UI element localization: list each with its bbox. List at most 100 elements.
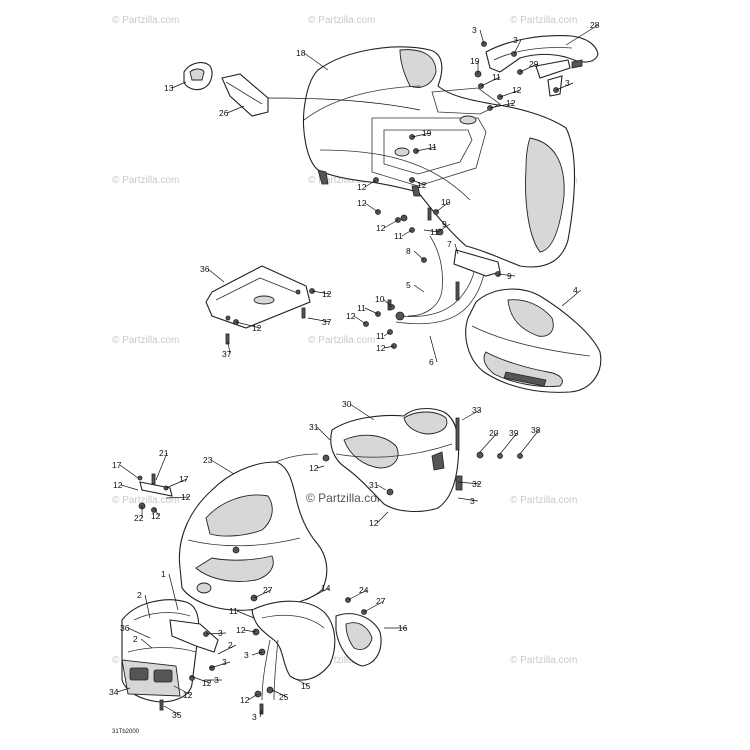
callout: 28 bbox=[565, 20, 600, 46]
leader-line bbox=[236, 610, 255, 619]
watermark-text: © Partzilla.com bbox=[308, 15, 375, 26]
leader-line bbox=[168, 573, 179, 611]
leader-line bbox=[401, 229, 413, 237]
cable-assembly-part bbox=[387, 207, 501, 325]
callout-label: 19 bbox=[470, 56, 480, 66]
callout: 12 bbox=[309, 463, 325, 473]
leader-line bbox=[189, 675, 211, 684]
callout-label: 31 bbox=[369, 480, 379, 490]
callout-label: 12 bbox=[113, 480, 123, 490]
leader-line bbox=[316, 426, 331, 441]
callout: 9 bbox=[437, 219, 451, 233]
callout-label: 4 bbox=[573, 285, 578, 295]
callout: 12 bbox=[235, 321, 262, 333]
leader-line bbox=[316, 465, 325, 469]
callout: 33 bbox=[461, 405, 482, 421]
leader-line bbox=[171, 81, 187, 89]
leader-line bbox=[226, 105, 245, 114]
watermark-text: © Partzilla.com bbox=[112, 495, 179, 506]
callout: 4 bbox=[561, 285, 582, 307]
callout: 20 bbox=[479, 428, 499, 453]
callout-label: 2 bbox=[133, 634, 138, 644]
callout: 14 bbox=[305, 583, 331, 601]
leader-line bbox=[376, 484, 387, 491]
front-bracket-hardware bbox=[137, 473, 173, 513]
skid-plate-part bbox=[205, 265, 311, 345]
callout: 12 bbox=[236, 625, 257, 635]
callout: 12 bbox=[376, 343, 395, 353]
leader-line bbox=[423, 229, 439, 233]
leader-line bbox=[251, 651, 263, 656]
callout: 12 bbox=[165, 492, 191, 502]
callout: 18 bbox=[296, 48, 329, 71]
leader-line bbox=[307, 317, 331, 323]
leader-line bbox=[349, 403, 375, 421]
leader-line bbox=[247, 693, 259, 701]
watermark-text: © Partzilla.com bbox=[112, 175, 179, 186]
leader-line bbox=[519, 63, 538, 73]
leader-line bbox=[383, 219, 399, 229]
callout-label: 24 bbox=[359, 585, 369, 595]
bracket-parts bbox=[183, 62, 421, 117]
callout: 11 bbox=[229, 606, 255, 619]
callout-label: 22 bbox=[134, 513, 144, 523]
callout: 11 bbox=[423, 227, 439, 237]
callout: 1 bbox=[161, 569, 179, 611]
callout-label: 28 bbox=[590, 20, 600, 30]
callout-label: 39 bbox=[509, 428, 519, 438]
callout-label: 12 bbox=[376, 223, 386, 233]
callout: 3 bbox=[205, 628, 227, 638]
callout-label: 12 bbox=[512, 85, 522, 95]
leader-line bbox=[513, 39, 522, 55]
callout: 35 bbox=[163, 705, 182, 720]
leader-line bbox=[120, 484, 139, 491]
callout: 19 bbox=[470, 56, 480, 74]
callout-label: 11 bbox=[357, 303, 366, 313]
watermark-text: © Partzilla.com bbox=[510, 15, 577, 26]
callout-label: 27 bbox=[376, 596, 386, 606]
callout: 10 bbox=[435, 197, 451, 213]
callout: 6 bbox=[429, 335, 438, 367]
callout: 17 bbox=[112, 460, 139, 479]
leader-line bbox=[127, 627, 151, 639]
callout-label: 1 bbox=[161, 569, 166, 579]
callout-label: 6 bbox=[429, 357, 434, 367]
callout: 32 bbox=[457, 479, 482, 489]
front-fender-part bbox=[178, 453, 328, 611]
callout-label: 11 bbox=[376, 331, 385, 341]
callout-label: 3 bbox=[513, 35, 518, 45]
watermark-text: © Partzilla.com bbox=[308, 335, 375, 346]
callout-label: 12 bbox=[417, 180, 427, 190]
leader-line bbox=[207, 268, 225, 283]
callout: 31 bbox=[369, 480, 387, 491]
callout-label: 37 bbox=[222, 349, 232, 359]
callout-label: 12 bbox=[240, 695, 250, 705]
callout-label: 12 bbox=[357, 198, 367, 208]
callout-label: 10 bbox=[441, 197, 451, 207]
callout: 2 bbox=[137, 590, 151, 619]
callout: 22 bbox=[134, 505, 144, 523]
callout: 39 bbox=[499, 428, 519, 455]
leader-line bbox=[259, 709, 263, 718]
callout-label: 12 bbox=[181, 492, 191, 502]
callout-label: 3 bbox=[244, 650, 249, 660]
callout: 11 bbox=[394, 229, 413, 241]
front-bumper-part bbox=[121, 599, 219, 711]
callout-label: 5 bbox=[406, 280, 411, 290]
callout-label: 3 bbox=[470, 496, 475, 506]
rear-rack-part bbox=[485, 35, 599, 97]
callout-label: 16 bbox=[398, 623, 408, 633]
callout-label: 23 bbox=[203, 455, 213, 465]
leader-line bbox=[253, 589, 272, 599]
callout: 3 bbox=[555, 78, 574, 91]
leader-line bbox=[429, 335, 438, 363]
callout-label: 11 bbox=[394, 231, 403, 241]
drawing-code: 31Tb2000 bbox=[112, 729, 140, 735]
leader-line bbox=[311, 290, 331, 295]
callout: 8 bbox=[406, 246, 425, 261]
callout: 12 bbox=[411, 179, 427, 190]
callout-label: 7 bbox=[447, 239, 452, 249]
callout-label: 9 bbox=[507, 271, 512, 281]
leader-line bbox=[383, 345, 395, 349]
callout-label: 31 bbox=[309, 422, 319, 432]
